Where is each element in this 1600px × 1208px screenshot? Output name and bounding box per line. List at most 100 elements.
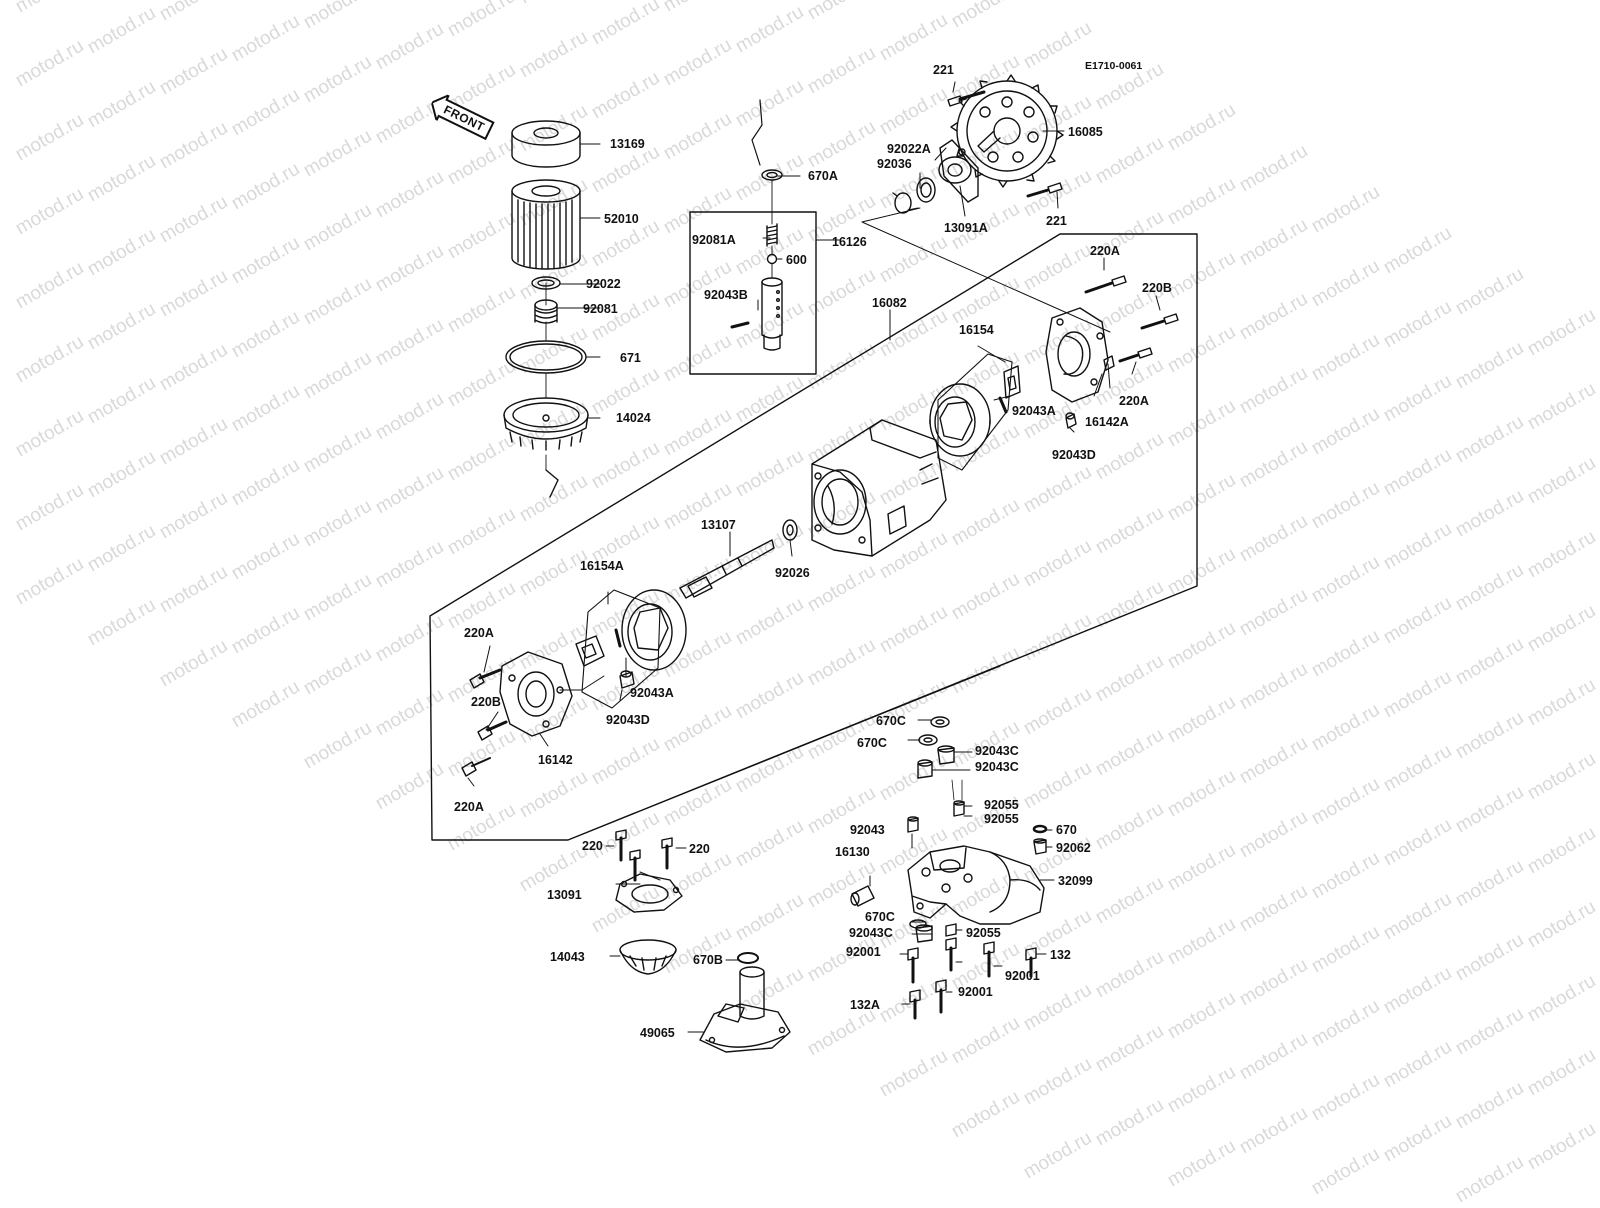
label-92001-3: 92001 bbox=[958, 985, 993, 999]
washer-670A-icon bbox=[761, 169, 783, 181]
gear-bracket-13091A-icon bbox=[938, 139, 979, 203]
label-16142: 16142 bbox=[538, 753, 573, 767]
label-16130: 16130 bbox=[835, 845, 870, 859]
outer-rotor-16154-icon bbox=[929, 383, 991, 457]
bolt-221-low-icon bbox=[1026, 182, 1063, 198]
label-221-low: 221 bbox=[1046, 214, 1067, 228]
label-16085: 16085 bbox=[1068, 125, 1103, 139]
washer-670C-a-icon bbox=[930, 716, 950, 728]
label-670A: 670A bbox=[808, 169, 838, 183]
label-670C-2: 670C bbox=[857, 736, 887, 750]
bolt-220B-right-icon bbox=[1140, 313, 1179, 330]
washer-670C-b-icon bbox=[918, 734, 938, 746]
label-600: 600 bbox=[786, 253, 807, 267]
label-132: 132 bbox=[1050, 948, 1071, 962]
oil-filter-element-52010-icon bbox=[511, 179, 581, 270]
label-92055-3: 92055 bbox=[966, 926, 1001, 940]
bolt-220-c-icon bbox=[661, 837, 673, 870]
label-92043A-left: 92043A bbox=[630, 686, 674, 700]
pump-shaft-13107-icon bbox=[679, 539, 775, 599]
strainer-14043-icon bbox=[619, 939, 677, 975]
pump-cover-16142-icon bbox=[499, 651, 573, 737]
label-670B: 670B bbox=[693, 953, 723, 967]
collar-92043C-a-icon bbox=[937, 745, 955, 765]
washer-92022A-icon bbox=[916, 177, 936, 203]
label-92062: 92062 bbox=[1056, 841, 1091, 855]
label-13091A: 13091A bbox=[944, 221, 988, 235]
label-14024: 14024 bbox=[616, 411, 651, 425]
bolt-220-a-icon bbox=[615, 829, 627, 862]
bolt-92001-c-icon bbox=[983, 941, 995, 978]
pin-92043A-right-icon bbox=[998, 396, 1008, 414]
dowel-92055-c-icon bbox=[945, 923, 957, 937]
label-92043D-right: 92043D bbox=[1052, 448, 1096, 462]
o-ring-671-icon bbox=[505, 340, 587, 374]
filter-cover-14024-icon bbox=[503, 397, 589, 451]
pump-cover-16142A-icon bbox=[1045, 307, 1115, 403]
inner-rotor-icon bbox=[1003, 365, 1021, 399]
label-16142A: 16142A bbox=[1085, 415, 1129, 429]
label-16154A: 16154A bbox=[580, 559, 624, 573]
dowel-92043D-right-icon bbox=[1065, 412, 1077, 429]
label-220A-left-1: 220A bbox=[464, 626, 494, 640]
oring-670-icon bbox=[1032, 824, 1048, 834]
housing-32099-icon bbox=[907, 845, 1045, 925]
label-92043D-left: 92043D bbox=[606, 713, 650, 727]
label-92043C-3: 92043C bbox=[849, 926, 893, 940]
label-52010: 52010 bbox=[604, 212, 639, 226]
label-13091: 13091 bbox=[547, 888, 582, 902]
bolt-220A-right-b-icon bbox=[1118, 347, 1153, 363]
label-92022: 92022 bbox=[586, 277, 621, 291]
label-670C-1: 670C bbox=[876, 714, 906, 728]
label-220B-right: 220B bbox=[1142, 281, 1172, 295]
relief-valve-body-icon bbox=[761, 277, 783, 351]
label-92043: 92043 bbox=[850, 823, 885, 837]
label-671: 671 bbox=[620, 351, 641, 365]
plug-16130-icon bbox=[850, 885, 875, 907]
screw-220A-left-b-icon bbox=[461, 757, 491, 777]
label-220A-right-1: 220A bbox=[1090, 244, 1120, 258]
label-13107: 13107 bbox=[701, 518, 736, 532]
label-92081: 92081 bbox=[583, 302, 618, 316]
label-92036: 92036 bbox=[877, 157, 912, 171]
label-13169: 13169 bbox=[610, 137, 645, 151]
label-221-top: 221 bbox=[933, 63, 954, 77]
bolt-92001-a-icon bbox=[907, 947, 919, 984]
collar-92043C-b-icon bbox=[917, 759, 933, 779]
drawing-code: E1710-0061 bbox=[1085, 60, 1143, 72]
pump-body-16082-icon bbox=[811, 419, 947, 557]
label-220B-left: 220B bbox=[471, 695, 501, 709]
label-92043C-1: 92043C bbox=[975, 744, 1019, 758]
label-92026: 92026 bbox=[775, 566, 810, 580]
label-220A-right-2: 220A bbox=[1119, 394, 1149, 408]
filter-cap-13169-icon bbox=[511, 120, 581, 168]
relief-spring-92081A-icon bbox=[766, 223, 778, 247]
label-92022A: 92022A bbox=[887, 142, 931, 156]
front-arrow-icon: FRONT bbox=[426, 90, 498, 144]
label-92043C-2: 92043C bbox=[975, 760, 1019, 774]
screen-bracket-13091-icon bbox=[615, 873, 683, 913]
label-92001-2: 92001 bbox=[1005, 969, 1040, 983]
dowel-92055-a-icon bbox=[953, 800, 965, 817]
label-92043A-right: 92043A bbox=[1012, 404, 1056, 418]
label-220A-left-2: 220A bbox=[454, 800, 484, 814]
oring-670B-icon bbox=[737, 952, 759, 964]
bolt-220A-left-a-icon bbox=[469, 668, 502, 689]
pickup-49065-icon bbox=[699, 966, 791, 1053]
inner-rotor-left-icon bbox=[575, 635, 605, 667]
bolt-92001-b-icon bbox=[945, 937, 957, 972]
outer-rotor-16154A-icon bbox=[621, 589, 687, 671]
pin-92043B-icon bbox=[730, 321, 750, 329]
plug-92062-icon bbox=[1033, 838, 1047, 855]
bolt-221-top-icon bbox=[947, 90, 986, 107]
label-16082: 16082 bbox=[872, 296, 907, 310]
washer-92026-icon bbox=[782, 519, 798, 541]
label-49065: 49065 bbox=[640, 1026, 675, 1040]
bolt-220-b-icon bbox=[629, 849, 641, 882]
label-14043: 14043 bbox=[550, 950, 585, 964]
label-92043B: 92043B bbox=[704, 288, 748, 302]
label-92055-1: 92055 bbox=[984, 798, 1019, 812]
label-92001-1: 92001 bbox=[846, 945, 881, 959]
